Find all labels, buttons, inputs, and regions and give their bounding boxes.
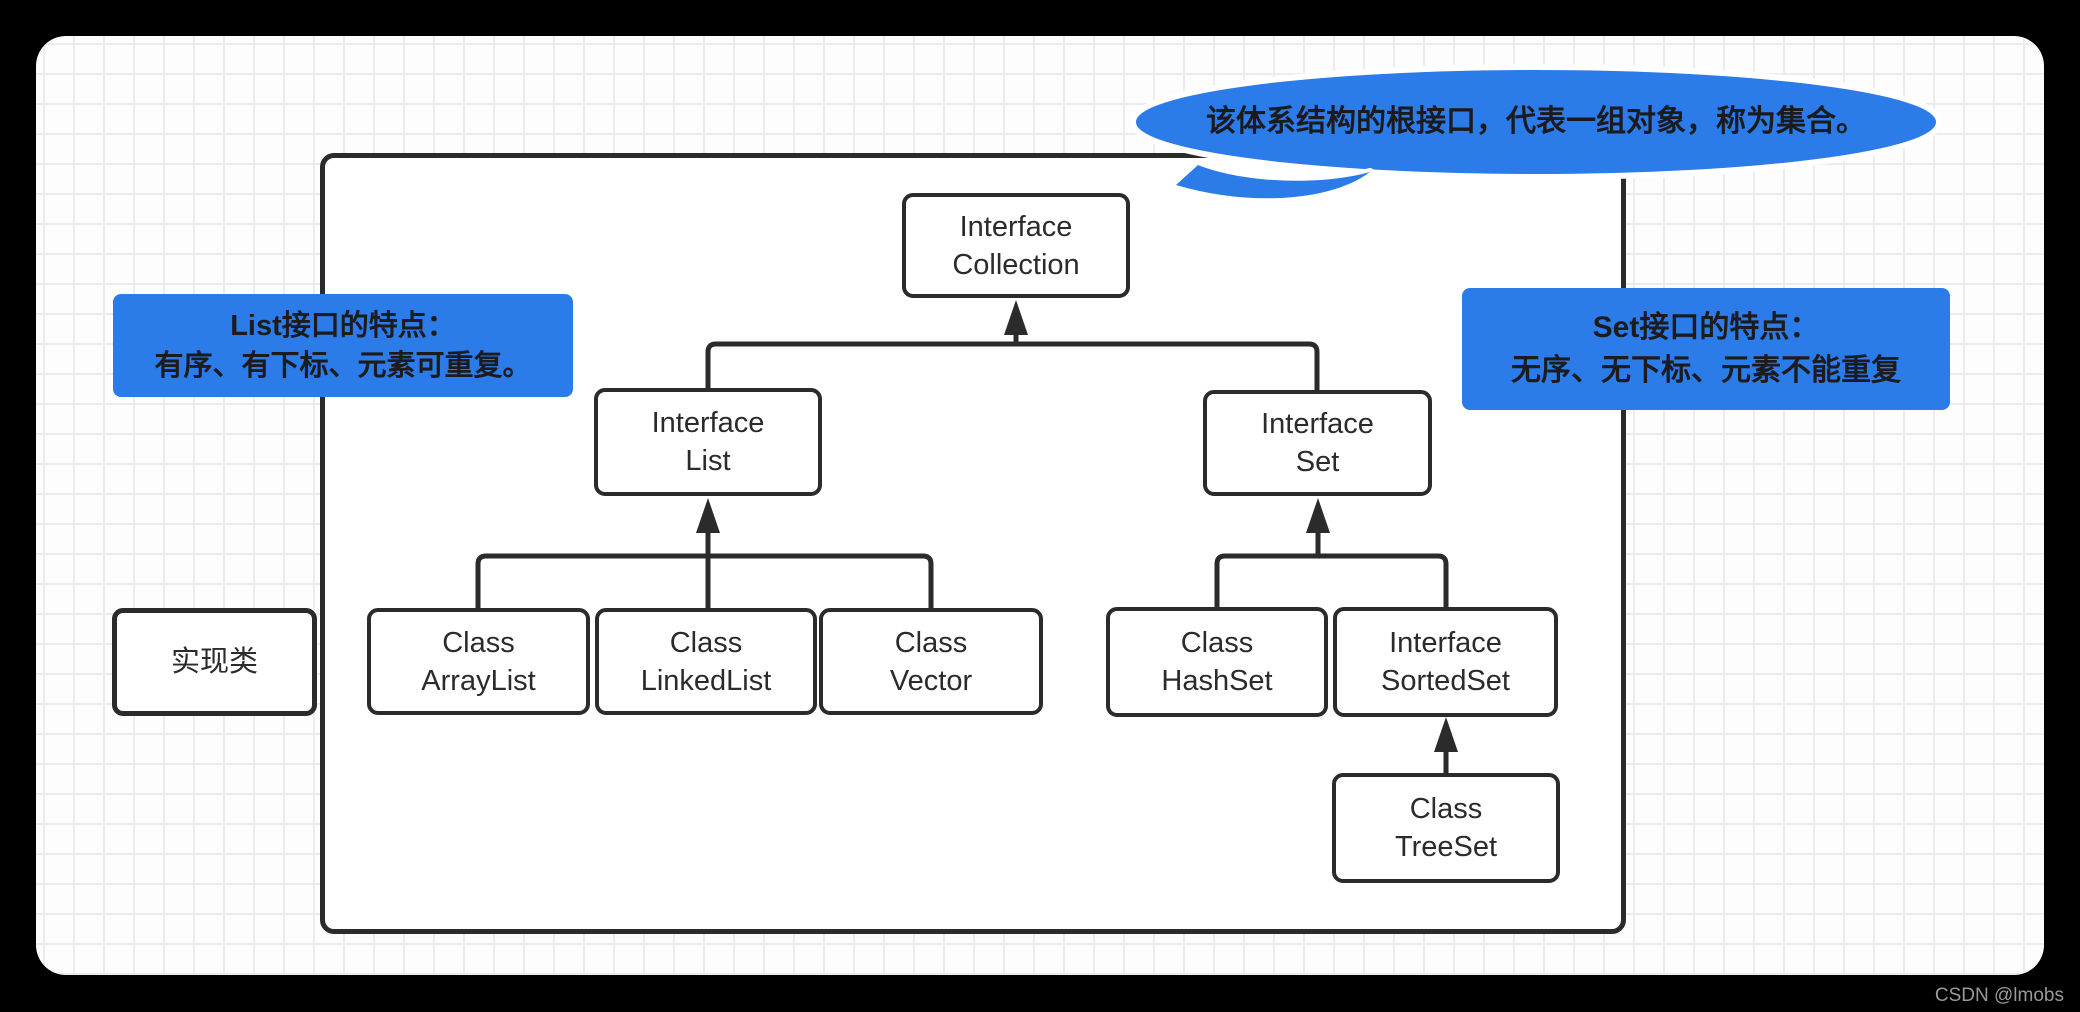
node-interface-sortedset: Interface SortedSet: [1333, 607, 1558, 717]
node-interface-collection: Interface Collection: [902, 193, 1130, 298]
node-label-line: Class: [669, 626, 743, 659]
callout-line: List接口的特点：: [230, 309, 456, 342]
node-label-line: LinkedList: [640, 664, 772, 697]
callout-line: 无序、无下标、元素不能重复: [1511, 354, 1901, 387]
node-class-vector: Class Vector: [819, 608, 1043, 715]
node-label-line: Class: [1409, 793, 1483, 825]
node-label-line: Vector: [889, 664, 973, 697]
node-label-line: SortedSet: [1381, 665, 1510, 697]
node-label-line: Class: [1180, 627, 1254, 659]
watermark-text: CSDN @lmobs: [1934, 985, 2064, 1006]
node-label-line: ArrayList: [421, 664, 536, 697]
node-label-line: Class: [442, 626, 515, 659]
node-class-hashset: Class HashSet: [1106, 607, 1328, 717]
callout-line: Set接口的特点：: [1592, 311, 1820, 344]
node-label-line: Interface: [1389, 627, 1502, 659]
speech-bubble-text: 该体系结构的根接口，代表一组对象，称为集合。: [1206, 105, 1866, 138]
node-label-line: TreeSet: [1394, 831, 1498, 863]
callout-list-features: List接口的特点： 有序、有下标、元素可重复。: [113, 294, 573, 397]
node-label-line: Collection: [952, 248, 1080, 281]
node-class-linkedlist: Class LinkedList: [595, 608, 817, 715]
node-label-line: Class: [894, 626, 968, 659]
node-label-line: Set: [1295, 446, 1340, 478]
node-class-arraylist: Class ArrayList: [367, 608, 590, 715]
node-label-line: Interface: [959, 210, 1073, 243]
node-class-treeset: Class TreeSet: [1332, 773, 1560, 883]
node-implementation-class: 实现类: [112, 608, 317, 716]
node-label-line: Interface: [1261, 408, 1374, 440]
node-label-line: List: [685, 445, 731, 477]
callout-set-features: Set接口的特点： 无序、无下标、元素不能重复: [1462, 288, 1950, 410]
node-label-line: Interface: [651, 407, 765, 439]
node-interface-list: Interface List: [594, 388, 822, 496]
node-label-line: 实现类: [170, 646, 258, 678]
node-label-line: HashSet: [1161, 665, 1273, 697]
callout-line: 有序、有下标、元素可重复。: [154, 349, 532, 382]
node-interface-set: Interface Set: [1203, 390, 1432, 496]
